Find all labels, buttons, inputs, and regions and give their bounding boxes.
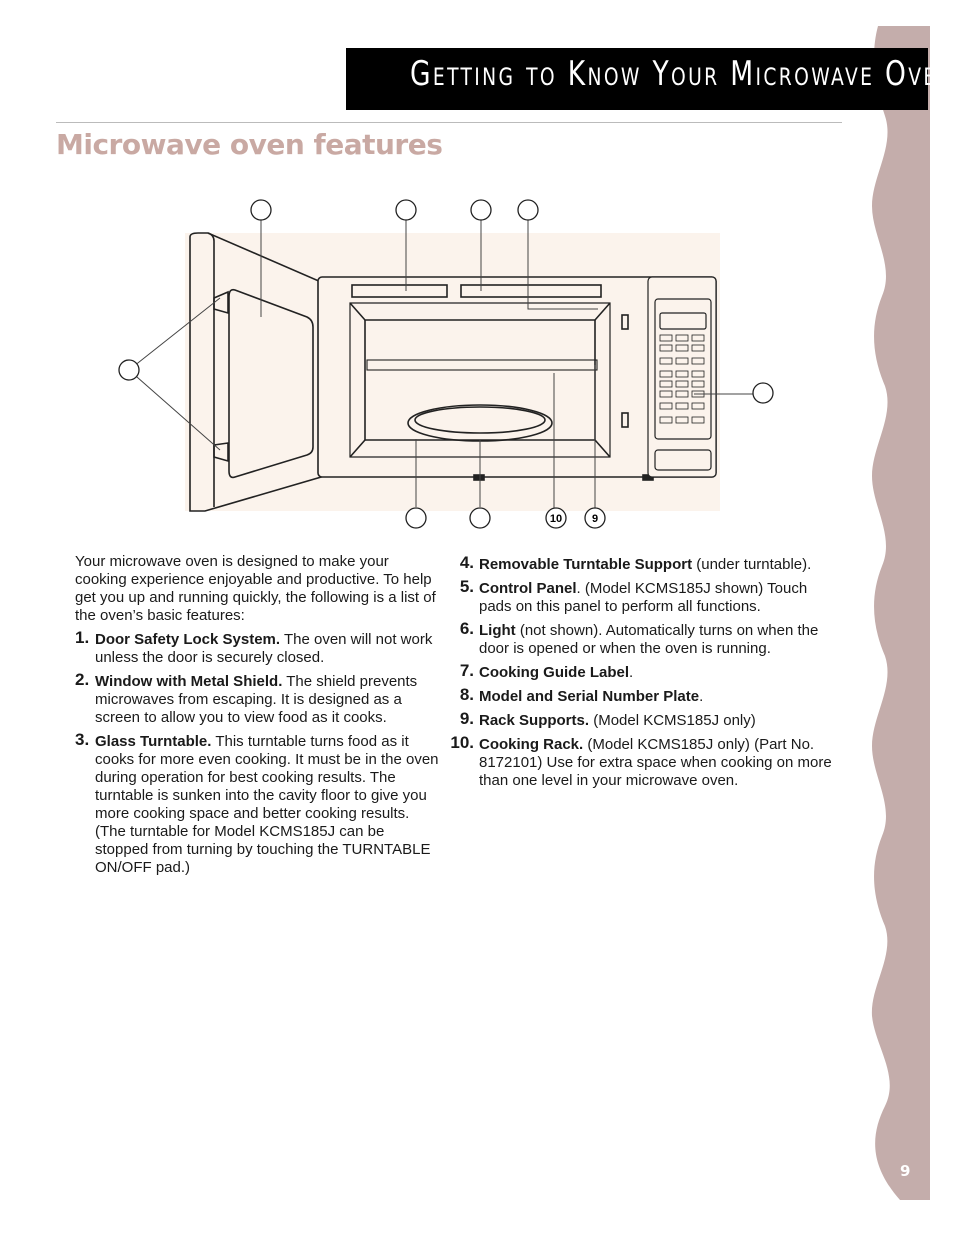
feature-name: Model and Serial Number Plate <box>479 688 700 705</box>
feature-number: 3. <box>75 730 90 749</box>
feature-number: 10. <box>450 733 474 752</box>
feature-number: 5. <box>459 577 474 596</box>
feature-number: 1. <box>75 628 90 647</box>
feature-name: Light <box>479 622 516 639</box>
feature-description: The oven will not work unless the door i… <box>95 631 433 666</box>
callout-4-circle <box>469 507 491 529</box>
callout-3-circle <box>405 507 427 529</box>
feature-name: Cooking Rack. <box>479 736 584 753</box>
feature-item-8: 8. Model and Serial Number Plate. <box>448 685 843 706</box>
feature-item-10: 10. Cooking Rack. (Model KCMS185J only) (… <box>448 733 843 790</box>
callout-1-circle <box>118 359 140 381</box>
feature-number: 6. <box>459 619 474 638</box>
feature-name: Rack Supports. <box>479 712 590 729</box>
feature-number: 7. <box>459 661 474 680</box>
intro-text: Your microwave oven is designed to make … <box>75 553 436 624</box>
oven-body <box>317 276 717 481</box>
feature-item-6: 6. Light (not shown). Automatically turns… <box>448 619 843 658</box>
feature-name: Glass Turntable. <box>95 733 212 750</box>
features-column-right: 4. Removable Turntable Support (under tur… <box>448 553 843 796</box>
feature-description: (under turntable). <box>692 556 812 573</box>
feature-item-9: 9. Rack Supports. (Model KCMS185J only) <box>448 709 843 730</box>
section-title: Microwave oven features <box>56 128 443 161</box>
feature-name: Control Panel <box>479 580 577 597</box>
callout-7-circle <box>395 199 417 221</box>
page-number: 9 <box>900 1162 911 1180</box>
microwave-diagram: 10 9 <box>118 199 774 529</box>
callout-6-circle <box>517 199 539 221</box>
feature-name: Window with Metal Shield. <box>95 673 283 690</box>
feature-item-3: 3. Glass Turntable. This turntable turns … <box>75 730 440 877</box>
features-column-left: Your microwave oven is designed to make … <box>75 553 440 883</box>
callout-circles <box>118 199 774 529</box>
feature-number: 8. <box>459 685 474 704</box>
feature-name: Cooking Guide Label <box>479 664 630 681</box>
feature-number: 4. <box>459 553 474 572</box>
control-panel <box>647 276 717 478</box>
header-bar: Getting to Know Your Microwave Oven <box>346 48 954 110</box>
callout-9-label: 9 <box>592 513 598 525</box>
callout-5-circle <box>752 382 774 404</box>
callout-2-circle <box>250 199 272 221</box>
feature-description: (Model KCMS185J only) (Part No. 8172101)… <box>479 736 832 789</box>
feature-description: . (Model KCMS185J shown) Touch pads on t… <box>479 580 808 615</box>
feature-description: (Model KCMS185J only) <box>589 712 756 729</box>
feature-number: 9. <box>459 709 474 728</box>
page-title: Getting to Know Your Microwave Oven <box>410 54 954 94</box>
feature-item-4: 4. Removable Turntable Support (under tur… <box>448 553 843 574</box>
header-rule <box>56 122 842 123</box>
callout-leaders <box>128 219 762 509</box>
feature-description: (not shown). Automatically turns on when… <box>479 622 819 657</box>
callout-8-circle <box>470 199 492 221</box>
feature-item-2: 2. Window with Metal Shield. The shield p… <box>75 670 440 727</box>
feature-description: This turntable turns food as it cooks fo… <box>95 733 439 876</box>
feature-item-7: 7. Cooking Guide Label. <box>448 661 843 682</box>
callout-10-label: 10 <box>550 513 562 525</box>
feature-description: . <box>699 688 704 705</box>
feature-name: Removable Turntable Support <box>479 556 693 573</box>
feature-description: . <box>629 664 634 681</box>
feature-name: Door Safety Lock System. <box>95 631 281 648</box>
open-door <box>189 232 329 512</box>
feature-description: The shield prevents microwaves from esca… <box>95 673 418 726</box>
feature-item-1: 1. Door Safety Lock System. The oven will… <box>75 628 440 667</box>
callout-10-circle <box>545 507 567 529</box>
feature-item-5: 5. Control Panel. (Model KCMS185J shown) … <box>448 577 843 616</box>
feature-number: 2. <box>75 670 90 689</box>
callout-9-circle <box>584 507 606 529</box>
decorative-wavy-band <box>871 26 930 1200</box>
